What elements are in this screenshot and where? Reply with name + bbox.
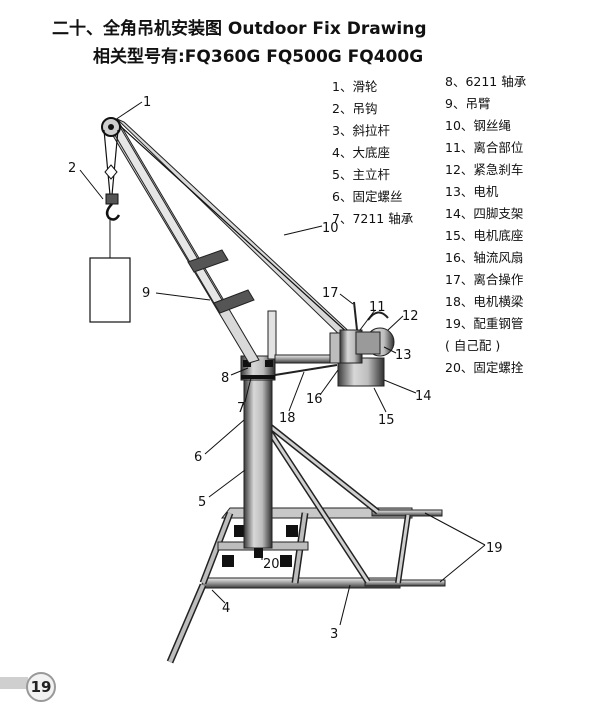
pulley — [101, 117, 121, 137]
legend-item: 7、7211 轴承 — [332, 211, 414, 226]
legend-item: 8、6211 轴承 — [445, 74, 527, 89]
callout-20: 20 — [263, 557, 280, 572]
legend-item: 20、固定螺拴 — [445, 360, 524, 375]
motor-assembly — [329, 301, 395, 387]
callout-14: 14 — [415, 389, 432, 404]
callout-15: 15 — [378, 413, 395, 428]
callout-16: 16 — [306, 392, 323, 407]
legend-item: 2、吊钩 — [332, 101, 378, 116]
page-tab-decoration — [0, 677, 28, 689]
legend-item: 17、离合操作 — [445, 272, 524, 287]
callout-6: 6 — [194, 450, 202, 465]
legend-item: 4、大底座 — [332, 145, 390, 160]
callout-3: 3 — [330, 627, 338, 642]
diagonal-braces — [259, 417, 380, 584]
boom-arm — [105, 118, 357, 364]
legend-item: ( 自己配 ) — [445, 338, 501, 353]
counterweight-pipes — [364, 509, 446, 587]
legend-item: 6、固定螺丝 — [332, 189, 403, 204]
callout-10: 10 — [322, 221, 339, 236]
callout-7: 7 — [237, 401, 245, 416]
legend-item: 18、电机横梁 — [445, 294, 524, 309]
callout-17: 17 — [322, 286, 339, 301]
legend-item: 14、四脚支架 — [445, 206, 524, 221]
wire-rope — [117, 123, 351, 336]
legend-item: 15、电机底座 — [445, 228, 524, 243]
parts-legend-left: 1、滑轮 2、吊钩 3、斜拉杆 4、大底座 5、主立杆 6、固定螺丝 7、7211 轴承 — [332, 76, 413, 230]
callout-5: 5 — [198, 495, 206, 510]
callout-12: 12 — [402, 309, 419, 324]
callout-8: 8 — [221, 371, 229, 386]
legend-item: 10、钢丝绳 — [445, 118, 511, 133]
legend-item: 16、轴流风扇 — [445, 250, 524, 265]
callout-1: 1 — [143, 95, 151, 110]
load-box — [89, 257, 131, 323]
hook — [103, 129, 121, 258]
legend-item: 11、离合部位 — [445, 140, 524, 155]
page-title: 二十、全角吊机安装图 Outdoor Fix Drawing — [52, 19, 427, 39]
legend-item: 12、紧急刹车 — [445, 162, 524, 177]
callout-19: 19 — [486, 541, 503, 556]
legend-item: 19、配重钢管 — [445, 316, 524, 331]
callout-2: 2 — [68, 161, 76, 176]
leader-lines — [79, 101, 486, 626]
callout-9: 9 — [142, 286, 150, 301]
page-number: 19 — [26, 672, 56, 702]
legend-item: 13、电机 — [445, 184, 499, 199]
main-column — [240, 355, 276, 558]
model-list: 相关型号有:FQ360G FQ500G FQ400G — [93, 47, 424, 67]
legend-item: 3、斜拉杆 — [332, 123, 390, 138]
callout-11: 11 — [369, 300, 386, 315]
legend-item: 1、滑轮 — [332, 79, 378, 94]
legend-item: 9、吊臂 — [445, 96, 491, 111]
legend-item: 5、主立杆 — [332, 167, 390, 182]
parts-legend-right: 8、6211 轴承 9、吊臂 10、钢丝绳 11、离合部位 12、紧急刹车 13、电机 14… — [445, 71, 526, 379]
callout-13: 13 — [395, 348, 412, 363]
callout-18: 18 — [279, 411, 296, 426]
callout-4: 4 — [222, 601, 230, 616]
